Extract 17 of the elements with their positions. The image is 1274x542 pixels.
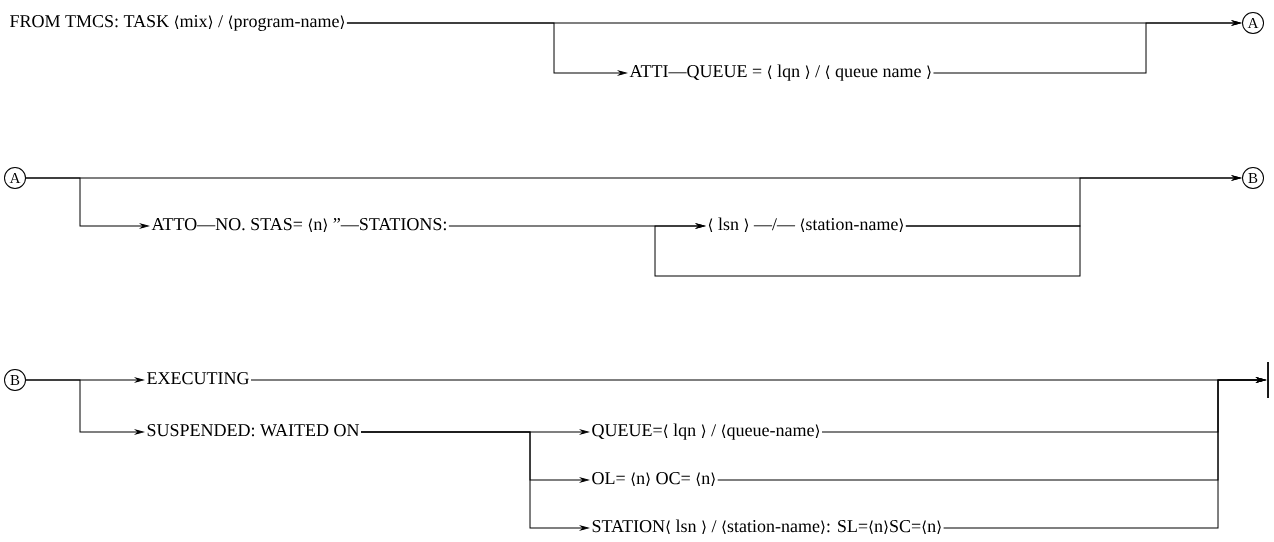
syntax-term: ⟨ lsn ⟩ —/— ⟨station-name⟩ [708, 217, 903, 233]
arrow [360, 431, 589, 531]
syntax-term: SUSPENDED: WAITED ON [147, 424, 360, 437]
syntax-term: QUEUE=⟨ lqn ⟩ / ⟨queue-name⟩ [592, 423, 820, 440]
arrow [25, 177, 149, 229]
arrow [932, 20, 1241, 74]
arrow [654, 223, 1081, 277]
arrow [346, 22, 627, 76]
syntax-term: OL= ⟨n⟩ OC= ⟨n⟩ [592, 472, 715, 487]
syntax-term: ATTO—NO. STAS= ⟨n⟩ ”—STATIONS: [151, 218, 446, 233]
arrow [905, 175, 1241, 227]
syntax-term: STATION⟨ lsn ⟩ / ⟨station-name⟩: SL=⟨n⟩SC=⟨n⟩ [592, 519, 941, 535]
arrow [943, 377, 1266, 529]
syntax-term: FROM TMCS: TASK ⟨mix⟩ / ⟨program-name⟩ [10, 15, 345, 31]
syntax-term: ATTI—QUEUE = ⟨ lqn ⟩ / ⟨ queue name ⟩ [629, 64, 931, 81]
syntax-term: EXECUTING [147, 372, 249, 385]
arrow [25, 379, 144, 435]
